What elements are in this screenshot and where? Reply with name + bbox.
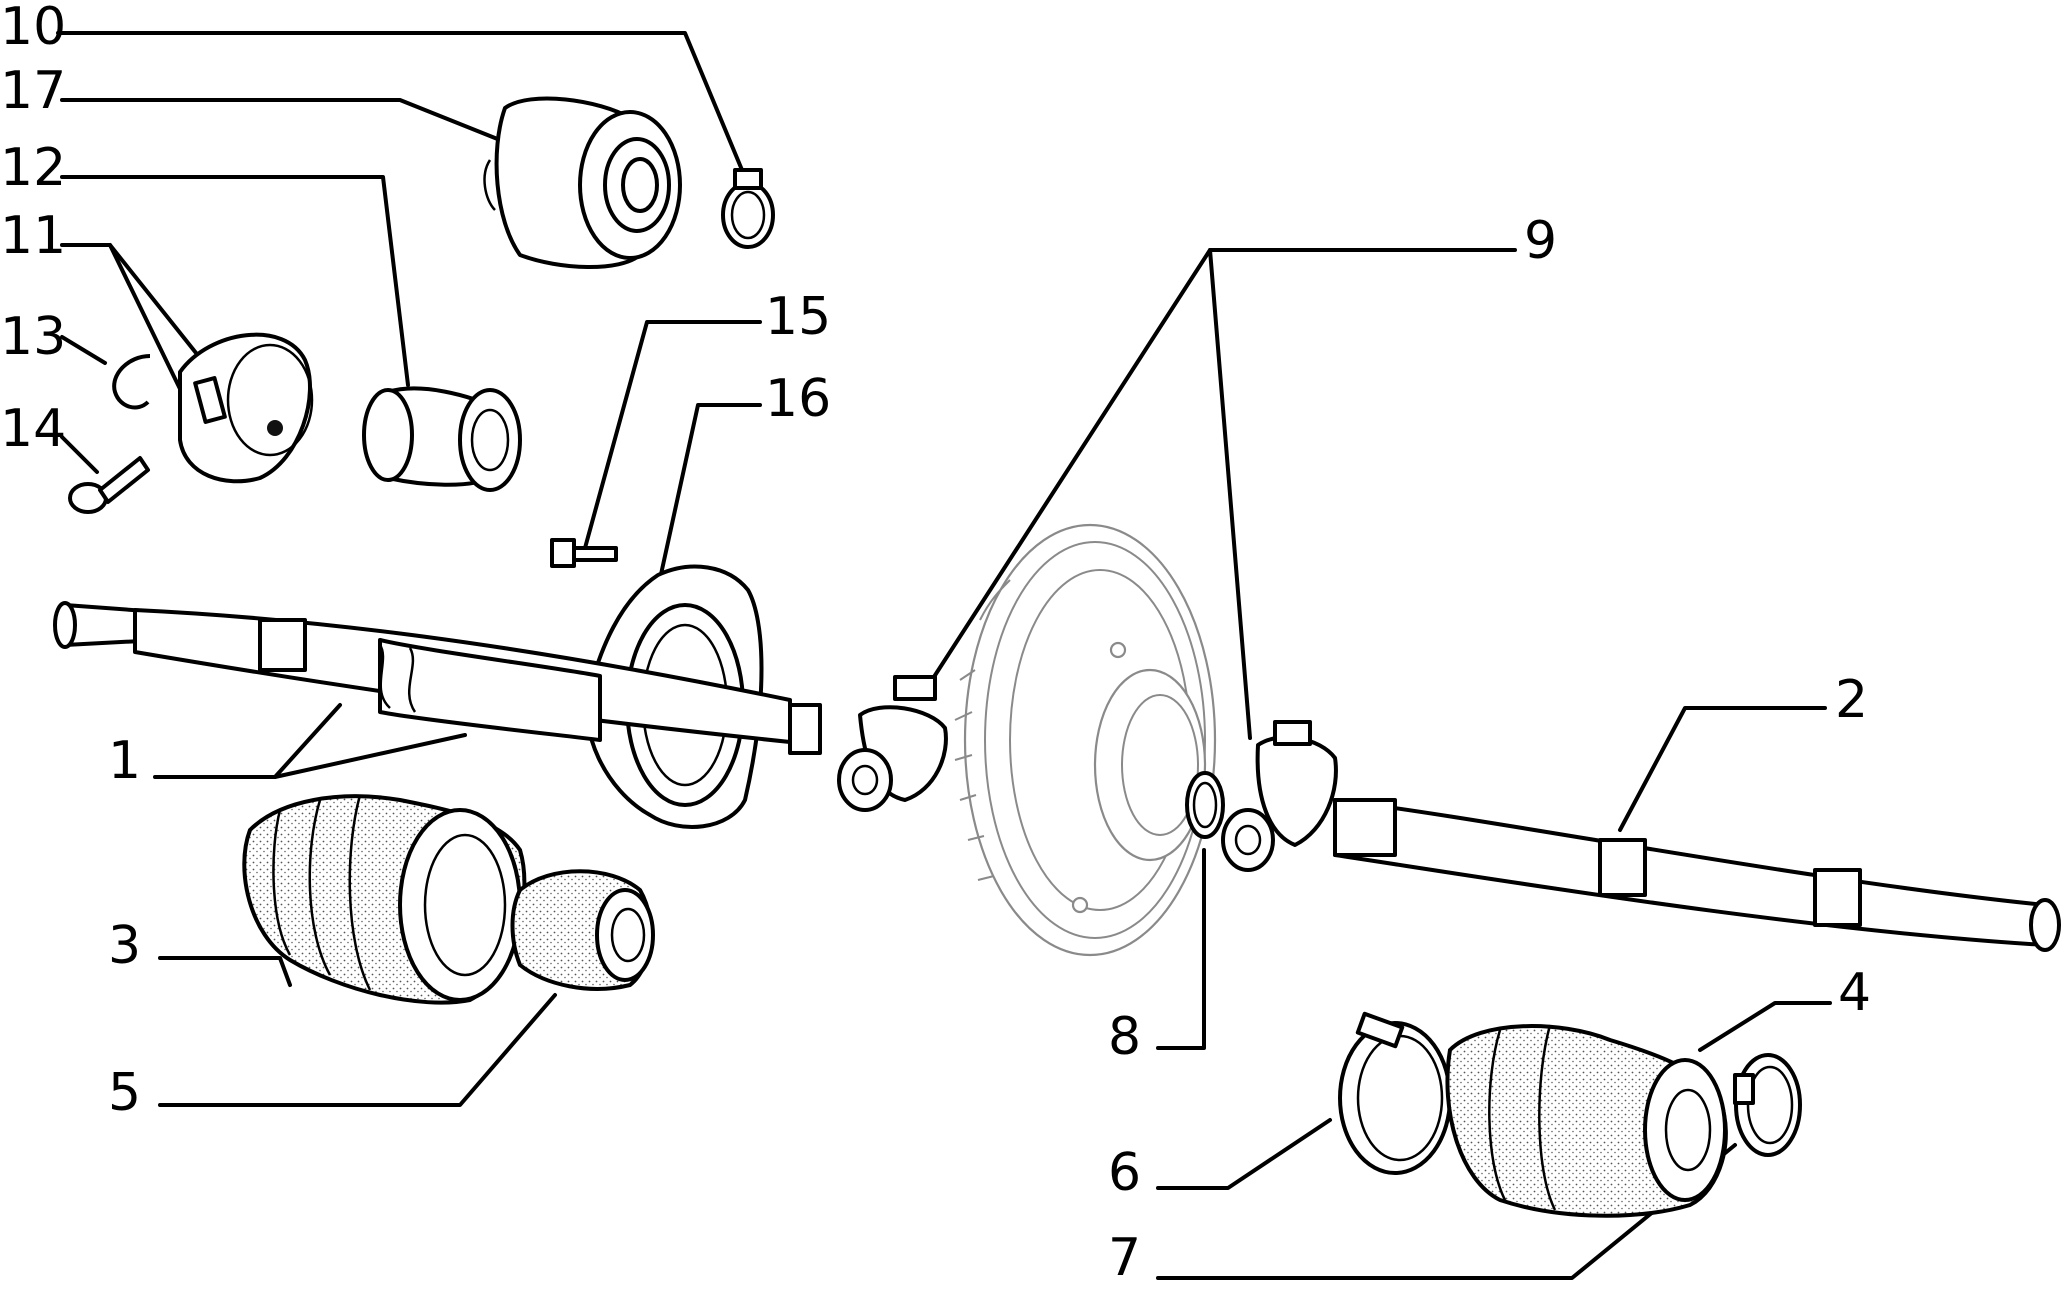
callout-3: 3	[108, 916, 141, 976]
callout-17: 17	[0, 61, 66, 121]
leader-17	[60, 98, 502, 142]
part-11-tripod-bracket	[178, 332, 314, 484]
differential-ring-gear	[954, 523, 1217, 957]
leader-14	[60, 435, 99, 474]
leader-16	[656, 403, 762, 590]
callout-16: 16	[765, 369, 831, 429]
callout-8: 8	[1108, 1007, 1141, 1067]
part-3-large-boot	[242, 794, 527, 1005]
leader-1b	[273, 733, 467, 779]
callout-9: 9	[1524, 211, 1557, 271]
callout-12: 12	[0, 138, 66, 198]
leader-3	[158, 956, 292, 987]
callout-13: 13	[0, 307, 66, 367]
callout-2: 2	[1835, 670, 1868, 730]
callout-11: 11	[0, 206, 66, 266]
leader-6	[1156, 1118, 1332, 1190]
leader-1a	[153, 703, 342, 779]
callout-15: 15	[765, 287, 831, 347]
callout-10: 10	[0, 0, 66, 57]
leader-12	[60, 175, 410, 387]
callout-5: 5	[108, 1063, 141, 1123]
part-17-joint-housing	[483, 96, 682, 269]
callout-14: 14	[0, 399, 66, 459]
part-5-small-boot	[510, 869, 655, 991]
part-15-screw	[550, 538, 618, 568]
part-9-spider-gear-right	[1221, 720, 1338, 872]
part-7-small-clamp	[1733, 1053, 1802, 1157]
leader-5	[158, 993, 557, 1107]
part-6-large-clamp	[1338, 1011, 1452, 1175]
part-9-spider-gear-left	[837, 675, 948, 812]
leader-9b	[1208, 248, 1252, 740]
leader-8	[1156, 848, 1206, 1050]
part-10-clamp	[721, 168, 775, 249]
leader-2	[1618, 706, 1827, 832]
leader-13	[60, 335, 107, 365]
part-13-circlip	[112, 354, 151, 410]
leader-15	[583, 320, 762, 550]
part-4-outer-boot	[1445, 1024, 1728, 1218]
part-2-right-shaft	[1333, 798, 2061, 952]
part-14-bolt	[68, 456, 150, 514]
leader-10	[56, 31, 749, 184]
callout-1: 1	[108, 731, 141, 791]
callout-4: 4	[1838, 963, 1871, 1023]
part-8-snap-ring	[1185, 771, 1225, 839]
callout-7: 7	[1108, 1228, 1141, 1288]
part-12-bearing	[362, 386, 522, 492]
leader-4	[1698, 1001, 1832, 1052]
part-1-left-shaft	[53, 601, 822, 755]
callout-6: 6	[1108, 1143, 1141, 1203]
